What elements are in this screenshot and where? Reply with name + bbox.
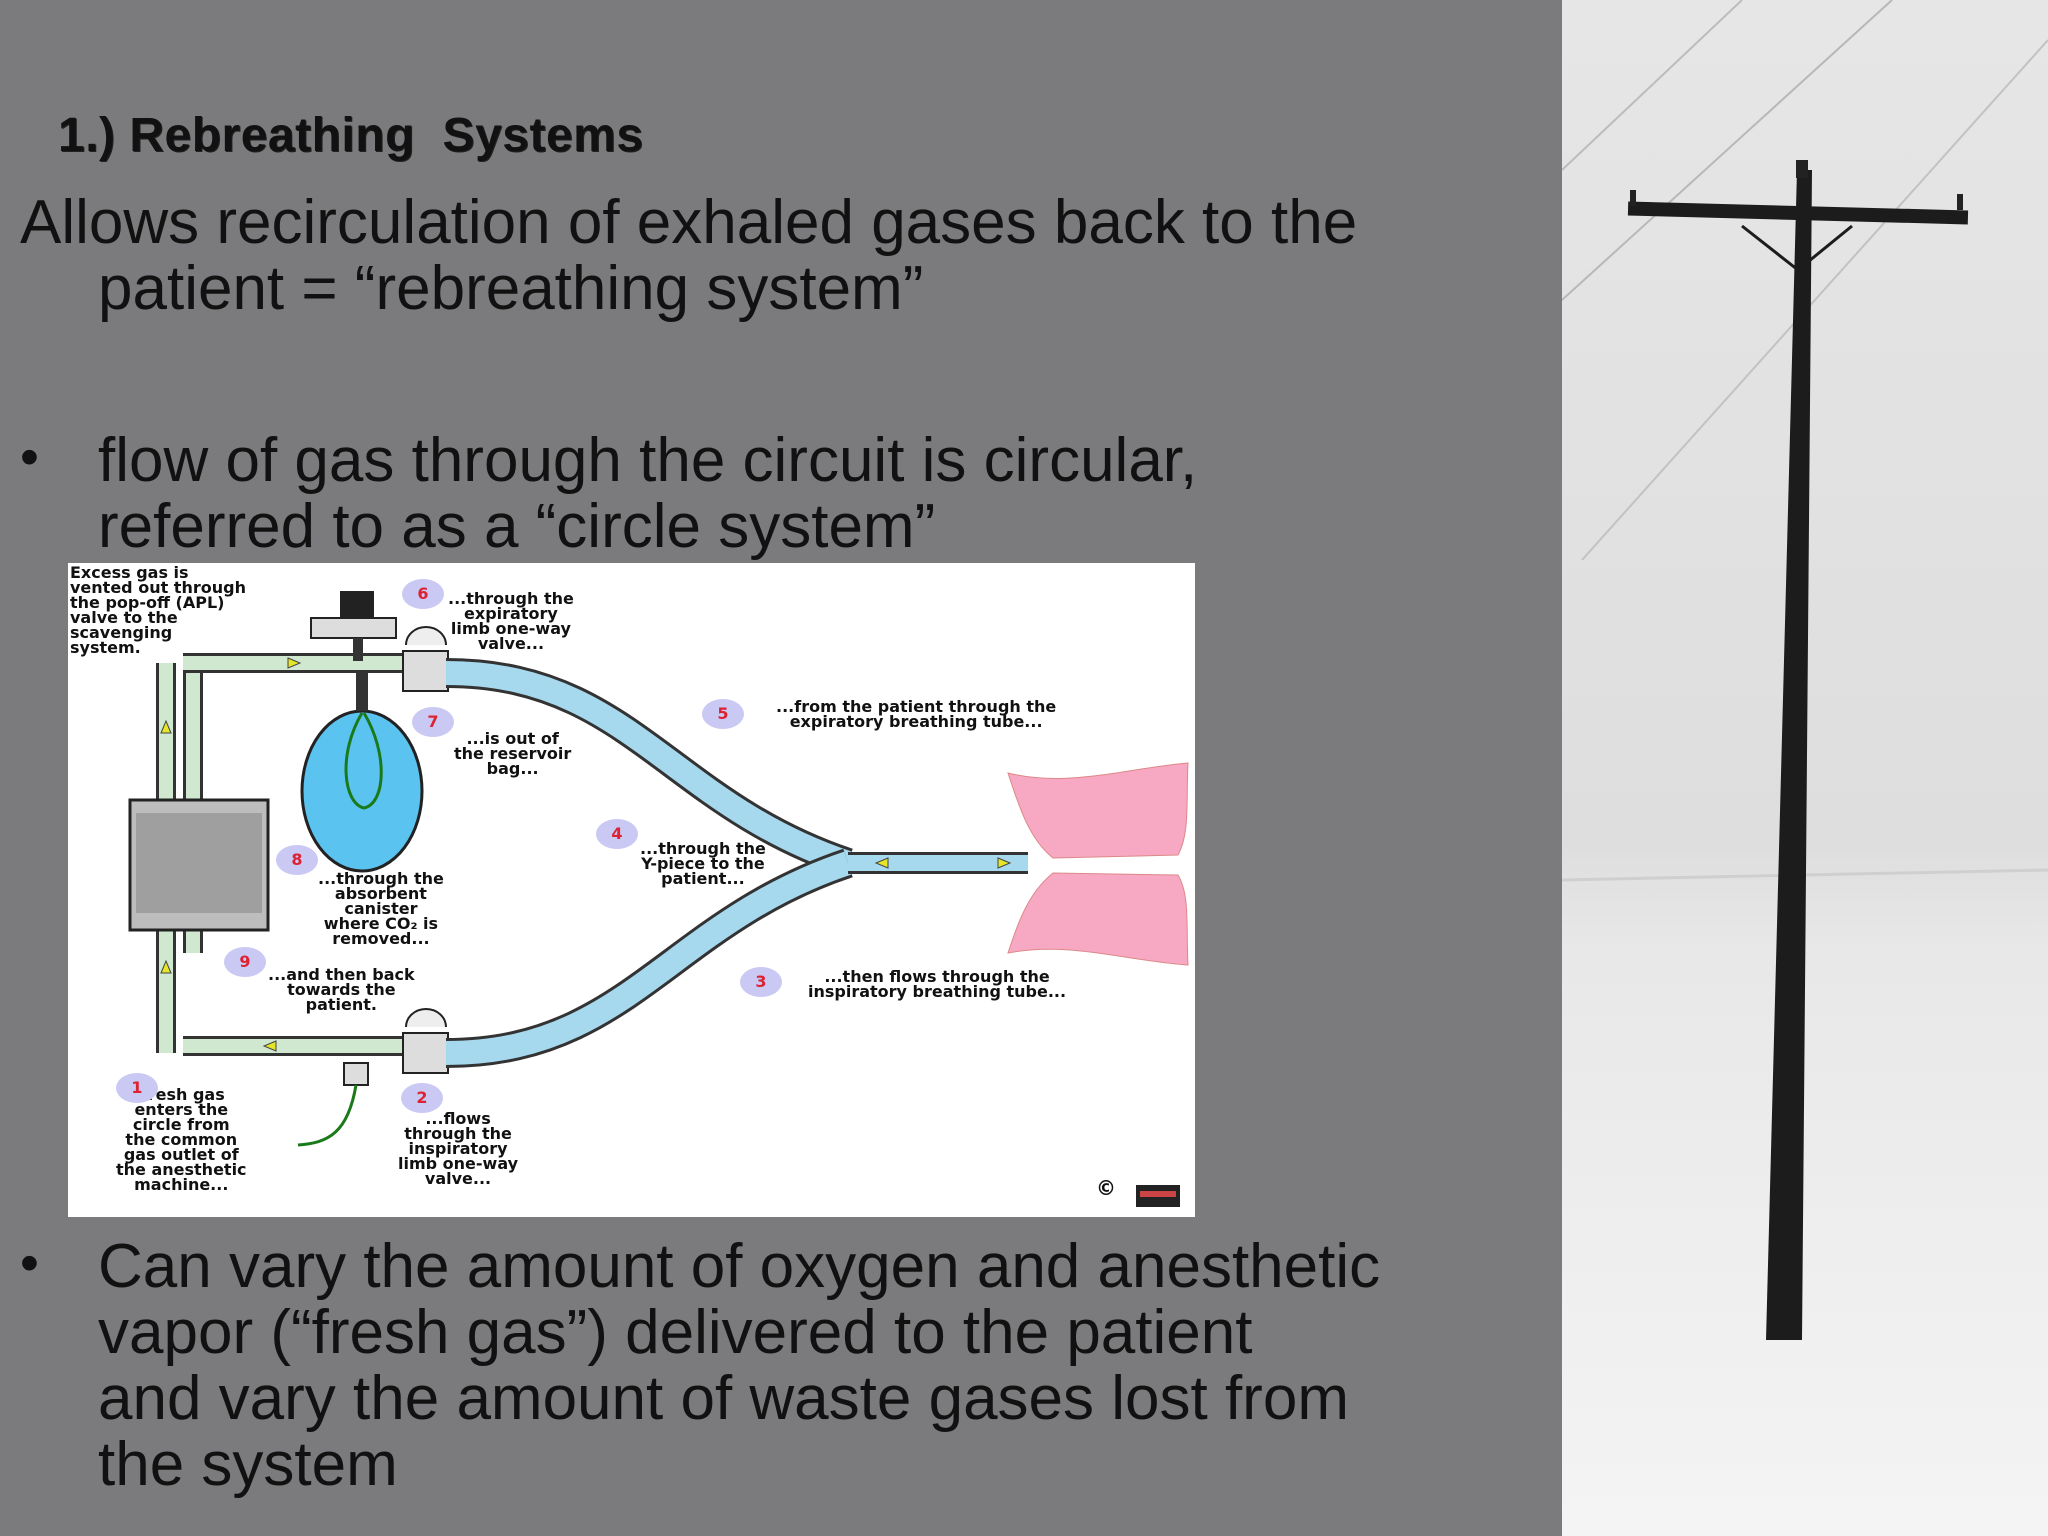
step-number-5: 5 bbox=[702, 699, 744, 729]
step-number-4: 4 bbox=[596, 819, 638, 849]
step-1-label: Fresh gas enters the circle from the com… bbox=[116, 1085, 247, 1194]
step-number-8: 8 bbox=[276, 845, 318, 875]
step-7-label: ...is out of the reservoir bag... bbox=[454, 729, 572, 778]
step-9-label: ...and then back towards the patient. bbox=[268, 965, 415, 1014]
circle-system-diagram: Excess gas is vented out through the pop… bbox=[68, 563, 1195, 1217]
step-number-2: 2 bbox=[401, 1083, 443, 1113]
step-5-label: ...from the patient through the expirato… bbox=[776, 697, 1057, 731]
slide-background: 1.) Rebreathing Systems Allows recircula… bbox=[20, 109, 1540, 1499]
bullet-1-line-1: flow of gas through the circuit is circu… bbox=[98, 426, 1198, 495]
utility-pole-image bbox=[1562, 0, 2048, 1536]
bullet-circle-system: • flow of gas through the circuit is cir… bbox=[20, 426, 1540, 561]
step-4-label: ...through the Y-piece to the patient... bbox=[640, 839, 766, 888]
step-8-label: ...through the absorbent canister where … bbox=[318, 869, 444, 948]
step-number-6: 6 bbox=[402, 579, 444, 609]
step-number-7: 7 bbox=[412, 707, 454, 737]
intro-paragraph: Allows recirculation of exhaled gases ba… bbox=[20, 190, 1520, 322]
intro-line-2: patient = “rebreathing system” bbox=[98, 254, 924, 323]
step-3-label: ...then flows through the inspiratory br… bbox=[808, 967, 1067, 1001]
step-number-1: 1 bbox=[116, 1073, 158, 1103]
bullet-1-line-2: referred to as a “circle system” bbox=[98, 492, 936, 561]
step-6-label: ...through the expiratory limb one-way v… bbox=[448, 589, 574, 653]
utility-pole-photo bbox=[1562, 0, 2048, 1536]
excess-gas-label: Excess gas is vented out through the pop… bbox=[70, 563, 246, 657]
circle-system-drawing bbox=[128, 591, 1189, 1207]
bullet-2-line-2: vapor (“fresh gas”) delivered to the pat… bbox=[98, 1298, 1253, 1367]
step-number-3: 3 bbox=[740, 967, 782, 997]
bullet-symbol: • bbox=[20, 1233, 39, 1293]
intro-line-1: Allows recirculation of exhaled gases ba… bbox=[20, 188, 1358, 257]
bullet-2-line-3: and vary the amount of waste gases lost … bbox=[98, 1364, 1349, 1433]
copyright-symbol: © bbox=[1096, 1176, 1116, 1200]
bullet-fresh-gas: • Can vary the amount of oxygen and anes… bbox=[20, 1232, 1540, 1499]
slide-title: 1.) Rebreathing Systems bbox=[58, 109, 644, 162]
step-number-9: 9 bbox=[224, 947, 266, 977]
bullet-2-line-1: Can vary the amount of oxygen and anesth… bbox=[98, 1232, 1381, 1301]
bullet-symbol: • bbox=[20, 427, 39, 487]
bullet-2-line-4: the system bbox=[98, 1430, 398, 1499]
step-2-label: ...flows through the inspiratory limb on… bbox=[398, 1109, 519, 1188]
